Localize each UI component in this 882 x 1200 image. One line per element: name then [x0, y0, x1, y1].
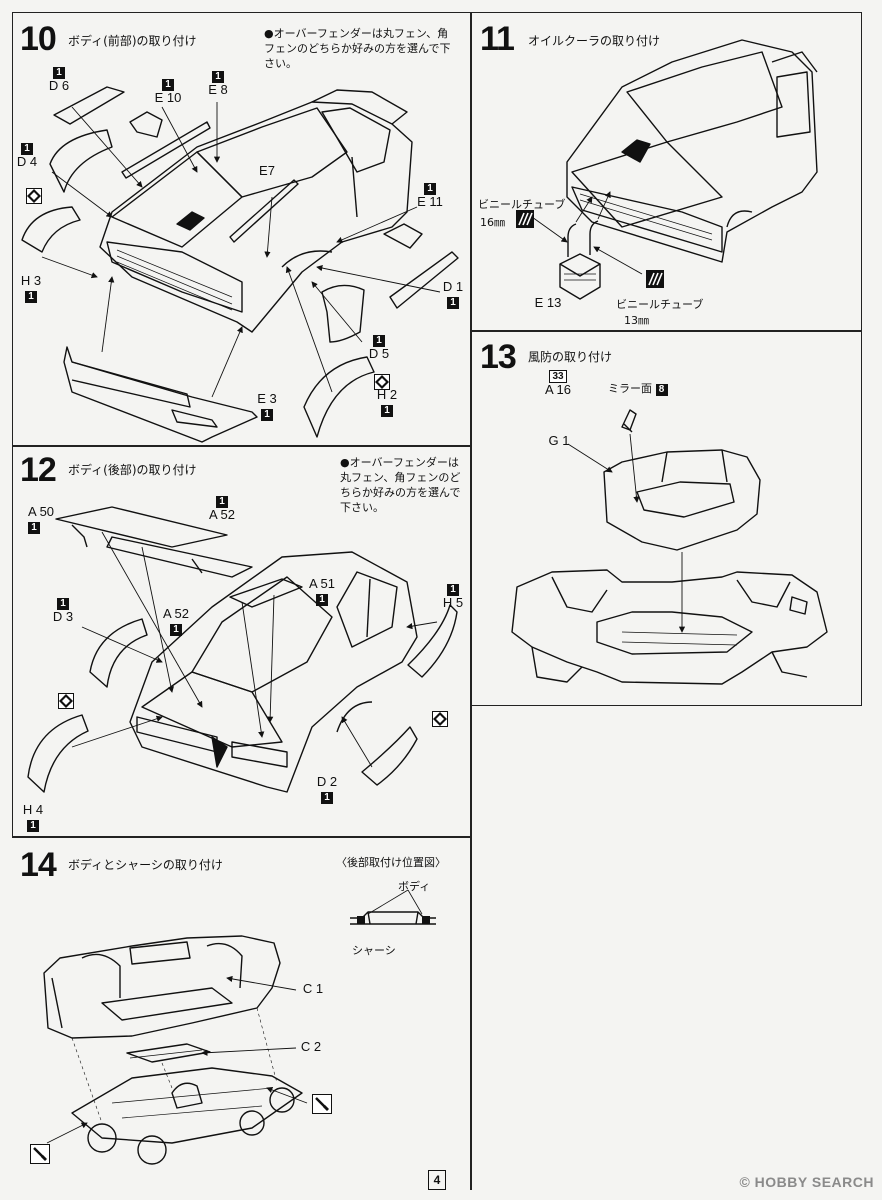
sprue-badge: 1	[216, 496, 228, 508]
part-label-d3: 1 D 3	[52, 598, 74, 624]
vinyl-tube-13-size: 13㎜	[624, 314, 649, 327]
step-10-panel: 10 ボディ(前部)の取り付け ●オーバーフェンダーは丸フェン、角フェンのどちら…	[12, 12, 470, 445]
watermark: © HOBBY SEARCH	[739, 1174, 874, 1190]
sprue-badge: 1	[373, 335, 385, 347]
fender-note: ●オーバーフェンダーは丸フェン、角フェンのどちらか好みの方を選んで下さい。	[340, 456, 461, 514]
sprue-badge: 1	[27, 820, 39, 832]
chassis-label: シャーシ	[352, 944, 396, 957]
part-label-e11: 1 E 11	[417, 183, 443, 209]
sprue-badge: 1	[447, 584, 459, 596]
part-label-d4: 1 D 4	[16, 143, 38, 169]
sprue-badge: 1	[57, 598, 69, 610]
oil-cooler-illustration	[531, 39, 818, 300]
glue-icon	[30, 1144, 50, 1164]
rear-mount-detail-label: 〈後部取付け位置図〉	[336, 856, 446, 869]
part-label-h5: 1 H 5	[442, 584, 464, 610]
sprue-badge: 1	[321, 792, 333, 804]
divider-step12-14	[12, 836, 470, 838]
paint-color-badge: 8	[655, 384, 668, 396]
vinyl-tube-16-size: 16㎜	[480, 216, 505, 229]
sprue-badge: 1	[447, 297, 459, 309]
step-title: ボディとシャーシの取り付け	[68, 858, 223, 872]
choose-option-icon	[58, 693, 74, 709]
sprue-badge: 1	[424, 183, 436, 195]
frame-top-border	[12, 12, 862, 13]
sprue-badge: 1	[261, 409, 273, 421]
sprue-badge: 1	[316, 594, 328, 606]
part-label-e13: E 13	[534, 295, 562, 310]
sprue-badge: 1	[381, 405, 393, 417]
step-title: ボディ(前部)の取り付け	[68, 34, 197, 48]
step-number: 11	[480, 20, 515, 58]
part-label-a50: A 50 1	[28, 504, 55, 534]
sprue-badge: 1	[212, 71, 224, 83]
windshield-illustration	[511, 409, 828, 685]
frame-right-border	[861, 12, 862, 706]
divider-step10-12	[12, 445, 470, 447]
part-label-e8: 1 E 8	[208, 71, 228, 97]
sprue-badge: 1	[170, 624, 182, 636]
step-number: 14	[20, 846, 57, 884]
vinyl-tube-16-label: ビニールチューブ	[478, 198, 566, 211]
part-label-e7: E7	[259, 163, 275, 178]
part-label-c2: C 2	[300, 1039, 322, 1054]
part-label-h2: H 2 1	[376, 387, 398, 417]
part-label-d6: 1 D 6	[48, 67, 70, 93]
part-label-c1: C 1	[302, 981, 324, 996]
front-body-illustration	[21, 86, 459, 443]
sprue-badge: 1	[28, 522, 40, 534]
vinyl-tube-13-label: ビニールチューブ	[616, 298, 704, 311]
frame-vertical-divider	[470, 12, 472, 1190]
part-label-a51: A 51 1	[308, 576, 336, 606]
step-title: 風防の取り付け	[528, 350, 613, 364]
page-number: 4	[428, 1170, 446, 1190]
body-chassis-illustration	[43, 889, 436, 1165]
choose-option-icon	[432, 711, 448, 727]
step-number: 10	[20, 20, 57, 58]
body-label: ボディ	[398, 880, 431, 893]
divider-step13-empty	[470, 705, 862, 706]
choose-option-icon	[26, 188, 42, 204]
fender-note: ●オーバーフェンダーは丸フェン、角フェンのどちらか好みの方を選んで下さい。	[264, 27, 451, 70]
step-12-panel: 12 ボディ(後部)の取り付け ●オーバーフェンダーは丸フェン、角フェンのどちら…	[12, 447, 470, 836]
cut-tube-icon	[646, 270, 664, 288]
part-label-a52-mid: A 52 1	[162, 606, 190, 636]
step-title: ボディ(後部)の取り付け	[68, 463, 197, 477]
step-number: 12	[20, 451, 57, 489]
divider-step11-13	[470, 330, 862, 332]
sprue-badge: 1	[25, 291, 37, 303]
sprue-badge: 1	[21, 143, 33, 155]
part-label-a52-top: 1 A 52	[208, 496, 236, 522]
step-13-panel: 13 風防の取り付け 33 A 16 ミラー面 8 G 1	[472, 332, 861, 705]
part-label-h3: H 3 1	[20, 273, 42, 303]
part-label-h4: H 4 1	[22, 802, 44, 832]
part-label-d5: 1 D 5	[368, 335, 390, 361]
step-title: オイルクーラの取り付け	[528, 34, 661, 48]
mirror-side-label: ミラー面 8	[608, 380, 668, 396]
part-label-d1: D 1 1	[442, 279, 464, 309]
glue-icon	[312, 1094, 332, 1114]
choose-option-icon	[374, 374, 390, 390]
cut-tube-icon	[516, 210, 534, 228]
rear-body-illustration	[27, 506, 458, 793]
sprue-badge: 1	[162, 79, 174, 91]
frame-left-border	[12, 12, 13, 838]
step-11-panel: 11 オイルクーラの取り付け ビニールチューブ 16㎜ ビニールチューブ 13㎜…	[472, 12, 861, 330]
part-label-d2: D 2 1	[316, 774, 338, 804]
part-label-e10: 1 E 10	[154, 79, 182, 105]
step-14-panel: 14 ボディとシャーシの取り付け 〈後部取付け位置図〉 ボディ シャーシ C 1…	[12, 838, 470, 1190]
part-label-g1: G 1	[548, 433, 570, 448]
part-label-e3: E 3 1	[257, 391, 277, 421]
step-number: 13	[480, 338, 517, 376]
sprue-badge: 1	[53, 67, 65, 79]
part-label-a16: 33 A 16	[544, 370, 572, 397]
